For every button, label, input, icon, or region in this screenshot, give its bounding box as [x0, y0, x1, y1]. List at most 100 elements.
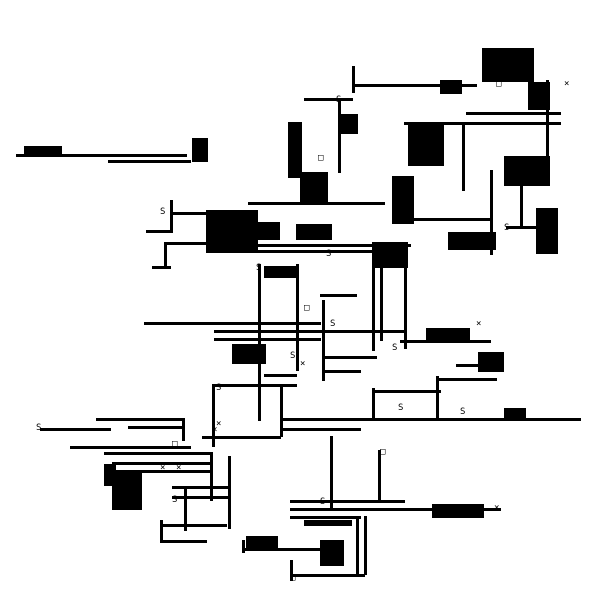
- stairs-glyph: S: [326, 249, 331, 259]
- corridor: [520, 180, 523, 227]
- room-block: [246, 536, 278, 548]
- corridor: [490, 170, 493, 255]
- room-block: [320, 540, 344, 566]
- corridor: [258, 264, 261, 421]
- item-glyph: ×: [212, 425, 217, 435]
- corridor: [112, 462, 211, 465]
- item-glyph: ×: [564, 79, 569, 89]
- stairs-glyph: S: [460, 407, 465, 417]
- corridor: [160, 520, 163, 541]
- corridor: [304, 98, 353, 101]
- item-glyph: ×: [216, 419, 221, 429]
- room-block: [432, 504, 484, 518]
- corridor: [330, 436, 333, 511]
- corridor: [380, 250, 383, 341]
- corridor: [320, 330, 405, 333]
- corridor: [242, 548, 331, 551]
- room-block: [304, 520, 352, 526]
- item-glyph: ×: [160, 463, 165, 473]
- corridor: [248, 202, 385, 205]
- corridor: [414, 218, 491, 221]
- room-block: [448, 232, 496, 250]
- room-block: [504, 408, 526, 420]
- stairs-glyph: S: [320, 497, 325, 507]
- corridor: [280, 384, 283, 437]
- corridor: [228, 456, 231, 529]
- stairs-glyph: S: [398, 403, 403, 413]
- corridor: [104, 452, 213, 455]
- corridor: [436, 376, 439, 419]
- item-glyph: ×: [176, 463, 181, 473]
- corridor: [436, 378, 497, 381]
- door-glyph: □: [542, 97, 548, 107]
- corridor: [170, 212, 211, 215]
- corridor: [206, 250, 373, 253]
- room-layer: [24, 48, 558, 566]
- corridor: [164, 242, 167, 269]
- corridor: [152, 266, 171, 269]
- corridor: [172, 486, 229, 489]
- room-block: [426, 328, 470, 342]
- room-block: [482, 48, 534, 82]
- door-glyph: □: [380, 447, 386, 457]
- corridor: [40, 428, 111, 431]
- corridor: [202, 436, 281, 439]
- corridor: [290, 500, 405, 503]
- corridor: [16, 154, 187, 157]
- corridor: [170, 200, 173, 233]
- corridor: [164, 242, 211, 245]
- corridor: [372, 390, 441, 393]
- room-block: [528, 82, 550, 110]
- corridor: [466, 112, 561, 115]
- room-block: [240, 222, 280, 240]
- corridor: [352, 66, 355, 93]
- room-block: [24, 146, 62, 156]
- corridor: [506, 226, 541, 229]
- item-glyph: ×: [494, 503, 499, 513]
- corridor: [338, 98, 341, 173]
- corridor: [404, 122, 561, 125]
- corridor: [322, 300, 325, 381]
- corridor: [184, 486, 187, 531]
- room-block: [408, 122, 444, 166]
- room-block: [264, 266, 296, 278]
- corridor: [96, 418, 183, 421]
- corridor: [324, 370, 361, 373]
- room-block: [392, 176, 414, 224]
- door-glyph: □: [290, 573, 296, 583]
- corridor: [324, 356, 377, 359]
- corridor: [70, 446, 191, 449]
- stairs-glyph: S: [336, 95, 341, 105]
- item-glyph: ×: [476, 319, 481, 329]
- corridor: [290, 516, 361, 519]
- room-block: [340, 114, 358, 134]
- corridor: [160, 540, 207, 543]
- door-glyph: □: [318, 153, 324, 163]
- stairs-glyph: S: [172, 495, 177, 505]
- corridor: [258, 244, 411, 247]
- stairs-glyph: S: [290, 351, 295, 361]
- corridor: [210, 452, 213, 501]
- room-block: [536, 208, 558, 254]
- room-block: [372, 242, 408, 268]
- stairs-glyph: S: [216, 383, 221, 393]
- stairs-glyph: S: [330, 319, 335, 329]
- corridor: [128, 426, 183, 429]
- corridor: [372, 388, 375, 419]
- corridor: [320, 294, 357, 297]
- corridor: [108, 160, 191, 163]
- room-block: [112, 470, 142, 510]
- corridor: [372, 250, 375, 351]
- room-block: [288, 122, 302, 178]
- room-block: [296, 224, 332, 240]
- corridor: [352, 84, 477, 87]
- room-block: [504, 156, 550, 186]
- room-block: [440, 80, 462, 94]
- corridor: [404, 264, 407, 349]
- room-block: [300, 172, 328, 202]
- room-block: [192, 138, 208, 162]
- room-block: [232, 344, 266, 364]
- corridor: [282, 418, 581, 421]
